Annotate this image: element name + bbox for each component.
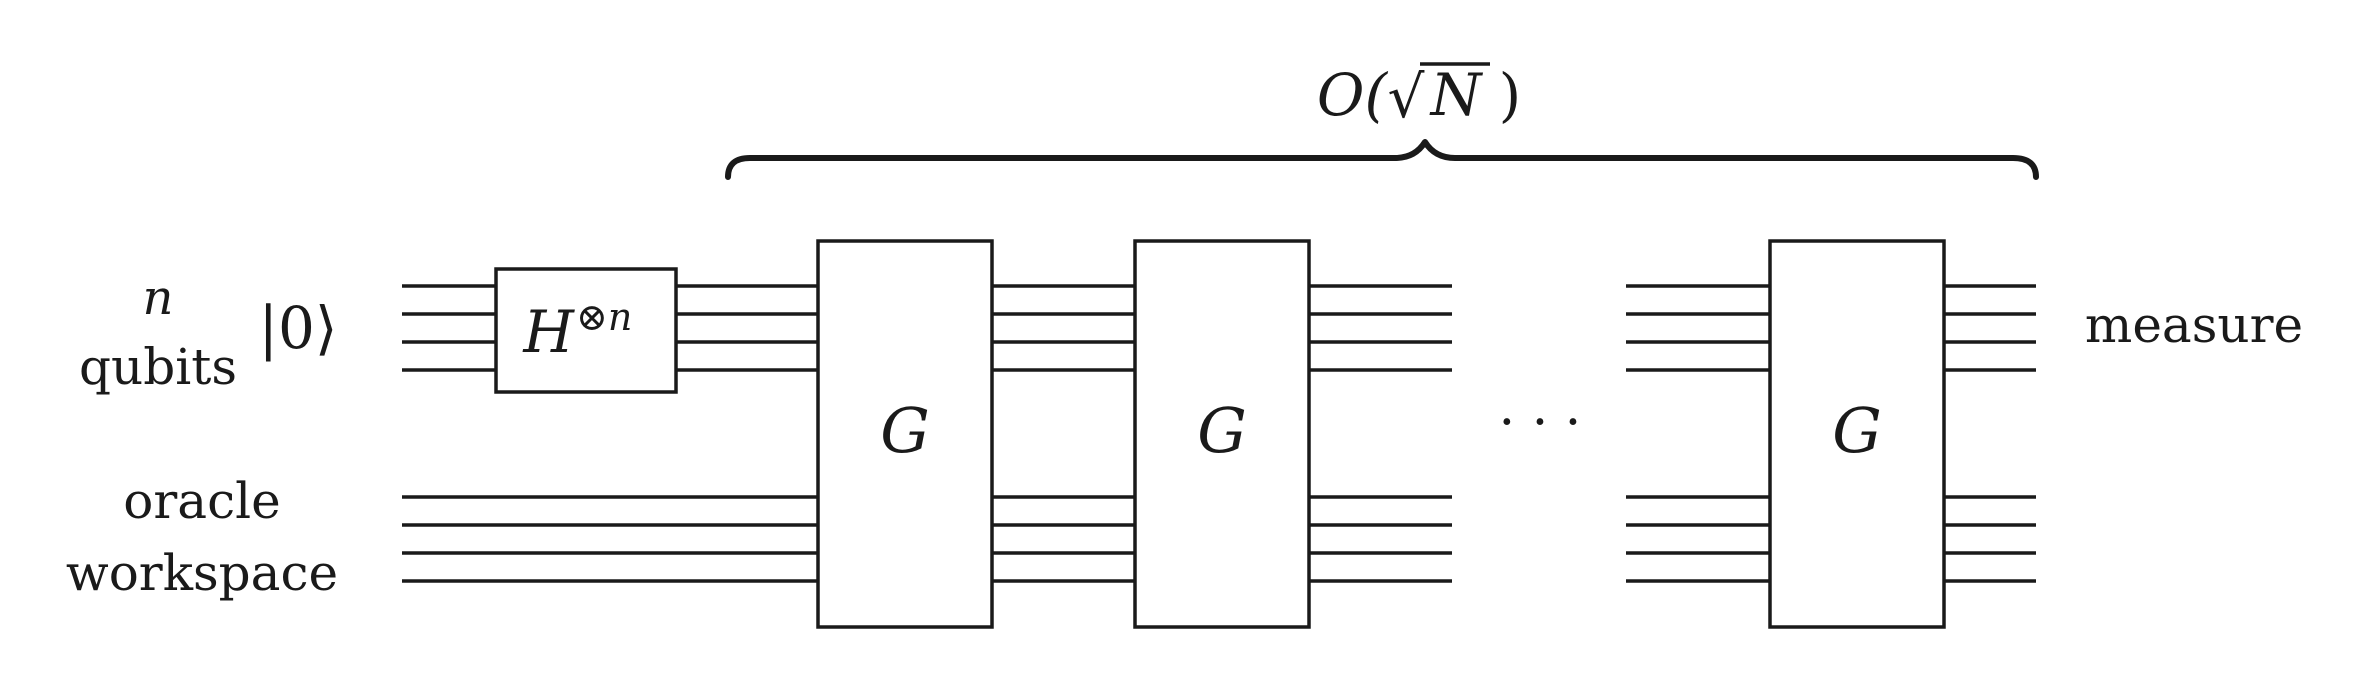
sqrt-symbol: √ <box>1388 63 1425 131</box>
ellipsis: · · · <box>1499 393 1582 453</box>
measure-label: measure <box>2085 296 2303 354</box>
iteration-count-label: O( √ N ) <box>1317 61 1521 131</box>
hadamard-gate: H ⊗n <box>494 267 678 394</box>
n-label: n <box>143 270 174 326</box>
gate-label: G <box>880 394 930 467</box>
iteration-brace <box>725 139 2039 180</box>
qubit-register-wires <box>402 284 2036 372</box>
grover-gate-3: G <box>1768 239 1946 629</box>
gate-label: G <box>1197 394 1247 467</box>
gate-label: G <box>1832 394 1882 467</box>
workspace-register-wires <box>402 495 2036 583</box>
oracle-label: oracle <box>123 472 280 530</box>
hadamard-base: H <box>522 298 575 366</box>
ket-zero-label: |0⟩ <box>258 294 337 362</box>
grover-gate-1: G <box>816 239 994 629</box>
close-paren: ) <box>1499 61 1522 129</box>
n-symbol: N <box>1429 61 1484 129</box>
workspace-label: workspace <box>66 544 338 602</box>
big-o-symbol: O( <box>1317 61 1389 129</box>
hadamard-exponent: ⊗n <box>576 295 632 339</box>
qubits-label: qubits <box>79 338 237 396</box>
grover-gate-2: G <box>1133 239 1311 629</box>
